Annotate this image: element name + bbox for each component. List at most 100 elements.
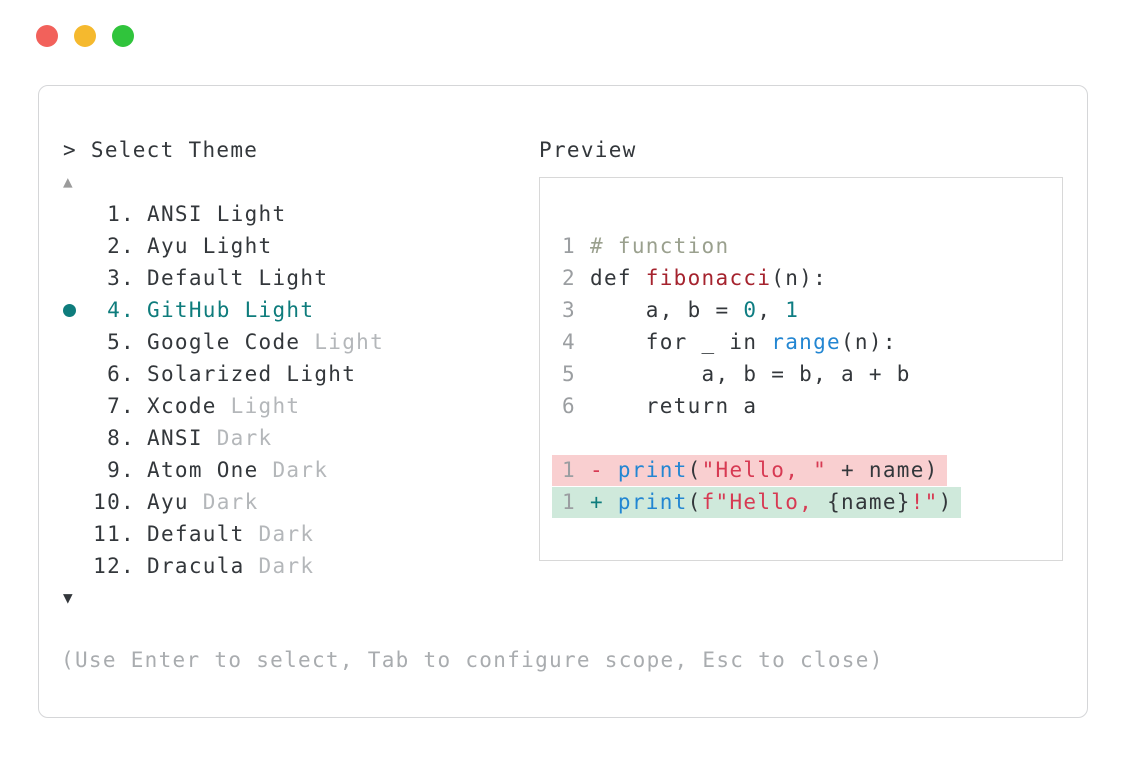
theme-name-dim-suffix: Dark	[258, 458, 329, 482]
theme-number: 3.	[107, 266, 135, 290]
theme-name: ANSI	[147, 426, 203, 450]
theme-list-item[interactable]: 4. GitHub Light	[63, 294, 533, 326]
diff-line-removed: 1 - print("Hello, " + name)	[552, 454, 1062, 486]
diff-chip-removed: 1 - print("Hello, " + name)	[552, 455, 947, 486]
line-number: 1	[562, 234, 576, 258]
theme-name-dim-suffix: Light	[300, 330, 385, 354]
traffic-lights	[36, 25, 134, 47]
theme-name: Xcode	[147, 394, 217, 418]
theme-name: Solarized Light	[147, 362, 357, 386]
code-token-builtin: print	[617, 490, 688, 514]
theme-list-item[interactable]: 7. Xcode Light	[63, 390, 533, 422]
line-gap	[576, 358, 590, 390]
theme-number: 7.	[107, 394, 135, 418]
line-gap	[576, 326, 590, 358]
theme-list-item[interactable]: 12. Dracula Dark	[63, 550, 533, 582]
code-token-plain: (	[687, 490, 702, 514]
theme-list-item[interactable]: 8.ANSI Dark	[63, 422, 533, 454]
code-token-string: !"	[910, 490, 939, 514]
prompt-caret-icon: >	[63, 138, 77, 162]
code-token-plain: a, b =	[590, 298, 744, 322]
theme-number: 9.	[107, 458, 135, 482]
theme-list: 1. ANSI Light 2.Ayu Light 3. Default Light 4.…	[63, 198, 533, 582]
code-token-string: "Hello, "	[701, 458, 828, 482]
code-token-plain: (	[687, 458, 702, 482]
code-token-plain: for _ in	[590, 330, 772, 354]
theme-name-dim-suffix: Dark	[188, 490, 259, 514]
theme-number: 10.	[93, 490, 135, 514]
line-gap	[576, 487, 590, 518]
diff-sign-minus-icon: -	[590, 458, 618, 482]
theme-name: Dracula	[147, 554, 245, 578]
theme-list-item[interactable]: 9. Atom One Dark	[63, 454, 533, 486]
line-gap	[576, 294, 590, 326]
theme-name: Ayu	[147, 490, 189, 514]
theme-name: Google Code	[147, 330, 301, 354]
theme-name-dim-suffix: Dark	[202, 426, 273, 450]
theme-list-item[interactable]: 3. Default Light	[63, 262, 533, 294]
code-token-comment: # function	[590, 234, 730, 258]
code-token-plain: {name}	[827, 490, 911, 514]
scroll-up-icon[interactable]: ▲	[63, 172, 74, 191]
code-token-plain: ,	[757, 298, 786, 322]
zoom-button[interactable]	[112, 25, 134, 47]
theme-list-item[interactable]: 2.Ayu Light	[63, 230, 533, 262]
theme-number: 12.	[93, 554, 135, 578]
diff-chip-added: 1 + print(f"Hello, {name}!")	[552, 487, 961, 518]
code-token-plain: a, b = b, a + b	[590, 362, 911, 386]
line-gap	[576, 262, 590, 294]
theme-number: 4.	[107, 298, 135, 322]
theme-name: ANSI Light	[147, 202, 287, 226]
line-gap	[576, 230, 590, 262]
diff-line-added: 1 + print(f"Hello, {name}!")	[552, 486, 1062, 518]
code-token-string: f"Hello,	[701, 490, 828, 514]
code-line: 6 return a	[562, 390, 1062, 422]
line-number: 1	[562, 490, 576, 514]
theme-list-item[interactable]: 1. ANSI Light	[63, 198, 533, 230]
line-number: 4	[562, 330, 576, 354]
diff-sign-plus-icon: +	[590, 490, 618, 514]
blank-line	[562, 422, 1062, 454]
code-token-plain: (n):	[840, 330, 897, 354]
preview-title: Preview	[539, 138, 637, 162]
line-number: 6	[562, 394, 576, 418]
line-number: 5	[562, 362, 576, 386]
minimize-button[interactable]	[74, 25, 96, 47]
code-token-builtin: print	[617, 458, 688, 482]
theme-list-pane: > Select Theme ▲ 1. ANSI Light 2.Ayu Light…	[63, 86, 533, 614]
line-gap	[576, 455, 590, 486]
line-number: 2	[562, 266, 576, 290]
close-button[interactable]	[36, 25, 58, 47]
code-token-builtin: range	[771, 330, 841, 354]
code-line: 3 a, b = 0, 1	[562, 294, 1062, 326]
theme-list-item[interactable]: 5. Google Code Light	[63, 326, 533, 358]
theme-name-dim-suffix: Dark	[244, 554, 315, 578]
theme-name-dim-suffix: Light	[216, 394, 301, 418]
help-text: (Use Enter to select, Tab to configure s…	[61, 648, 884, 672]
code-line: 2 def fibonacci(n):	[562, 262, 1062, 294]
line-number: 1	[562, 458, 576, 482]
line-gap	[576, 390, 590, 422]
code-token-plain: (n):	[771, 266, 828, 290]
theme-list-item[interactable]: 10. Ayu Dark	[63, 486, 533, 518]
scroll-down-icon[interactable]: ▼	[63, 588, 74, 607]
theme-picker-window: > Select Theme ▲ 1. ANSI Light 2.Ayu Light…	[38, 85, 1088, 718]
theme-list-item[interactable]: 11. Default Dark	[63, 518, 533, 550]
theme-name-dim-suffix: Dark	[244, 522, 315, 546]
theme-list-item[interactable]: 6.Solarized Light	[63, 358, 533, 390]
theme-number: 5.	[107, 330, 135, 354]
code-token-plain: + name)	[827, 458, 939, 482]
theme-name: Default Light	[147, 266, 329, 290]
selected-bullet-icon	[63, 303, 76, 317]
code-line: 1 # function	[562, 230, 1062, 262]
theme-name: Atom One	[147, 458, 259, 482]
theme-number: 11.	[93, 522, 135, 546]
theme-number: 1.	[107, 202, 135, 226]
code-token-plain: )	[938, 490, 953, 514]
theme-name: Default	[147, 522, 245, 546]
select-theme-prompt: > Select Theme	[63, 134, 533, 166]
code-token-number: 0	[743, 298, 758, 322]
theme-name: GitHub Light	[147, 298, 315, 322]
